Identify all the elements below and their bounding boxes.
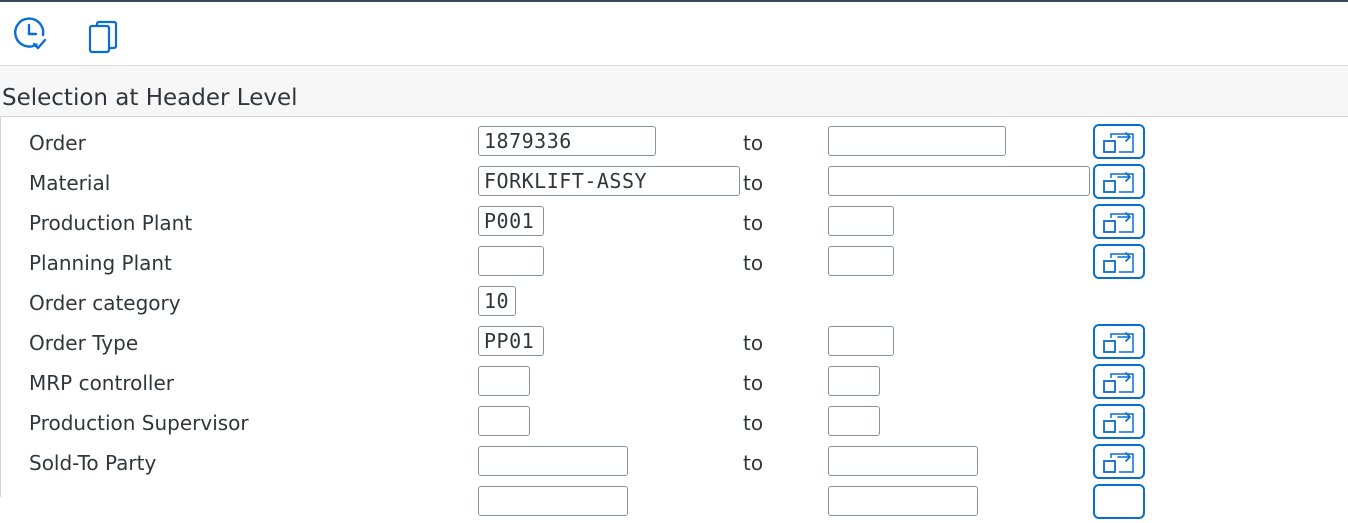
row-label: Sold-To Party: [29, 451, 157, 475]
multiple-selection-icon: [1103, 252, 1134, 273]
to-label: to: [743, 171, 764, 195]
order-to-input[interactable]: [828, 126, 1006, 156]
multiple-selection-button[interactable]: [1093, 364, 1145, 399]
to-label: to: [743, 371, 764, 395]
row-production-plant: Production Plant P001 to: [1, 203, 1348, 243]
sold-to-party-to-input[interactable]: [828, 446, 978, 476]
row-label: MRP controller: [29, 371, 174, 395]
production-plant-from-input[interactable]: P001: [478, 206, 544, 236]
row-label: Material: [29, 171, 111, 195]
to-label: to: [743, 451, 764, 475]
multiple-selection-button[interactable]: [1093, 164, 1145, 199]
multiple-selection-button[interactable]: [1093, 124, 1145, 159]
multiple-selection-icon: [1103, 412, 1134, 433]
row-label: Planning Plant: [29, 251, 172, 275]
partial-to-input[interactable]: [828, 486, 978, 516]
row-label: Production Plant: [29, 211, 193, 235]
row-production-supervisor: Production Supervisor to: [1, 403, 1348, 443]
multiple-selection-button[interactable]: [1093, 244, 1145, 279]
multiple-selection-button[interactable]: [1093, 404, 1145, 439]
to-label: to: [743, 411, 764, 435]
partial-from-input[interactable]: [478, 486, 628, 516]
application-toolbar: [0, 2, 1348, 66]
copy-icon[interactable]: [86, 14, 126, 54]
multiple-selection-icon: [1103, 332, 1134, 353]
multiple-selection-button[interactable]: [1093, 444, 1145, 479]
order-type-from-input[interactable]: PP01: [478, 326, 544, 356]
sold-to-party-from-input[interactable]: [478, 446, 628, 476]
order-category-input[interactable]: 10: [478, 286, 516, 316]
row-mrp-controller: MRP controller to: [1, 363, 1348, 403]
row-order-type: Order Type PP01 to: [1, 323, 1348, 363]
to-label: to: [743, 211, 764, 235]
order-type-to-input[interactable]: [828, 326, 894, 356]
section-title: Selection at Header Level: [2, 85, 298, 111]
multiple-selection-button[interactable]: [1093, 324, 1145, 359]
to-label: to: [743, 251, 764, 275]
planning-plant-from-input[interactable]: [478, 246, 544, 276]
header-level-group: Order 1879336 to Material FORKLIFT-ASSY …: [0, 116, 1348, 519]
mrp-controller-to-input[interactable]: [828, 366, 880, 396]
top-border: [0, 0, 1348, 2]
production-plant-to-input[interactable]: [828, 206, 894, 236]
row-planning-plant: Planning Plant to: [1, 243, 1348, 283]
to-label: to: [743, 131, 764, 155]
row-label: Order: [29, 131, 86, 155]
row-partial: [1, 483, 1348, 523]
order-from-input[interactable]: 1879336: [478, 126, 656, 156]
multiple-selection-button[interactable]: [1093, 484, 1145, 519]
multiple-selection-icon: [1103, 132, 1134, 153]
material-from-input[interactable]: FORKLIFT-ASSY: [478, 166, 740, 196]
planning-plant-to-input[interactable]: [828, 246, 894, 276]
execute-clock-icon[interactable]: [10, 14, 50, 54]
multiple-selection-icon: [1103, 372, 1134, 393]
multiple-selection-icon: [1103, 172, 1134, 193]
multiple-selection-icon: [1103, 212, 1134, 233]
row-label: Order Type: [29, 331, 139, 355]
material-to-input[interactable]: [828, 166, 1090, 196]
multiple-selection-icon: [1103, 452, 1134, 473]
to-label: to: [743, 331, 764, 355]
multiple-selection-button[interactable]: [1093, 204, 1145, 239]
row-order-category: Order category 10: [1, 283, 1348, 323]
row-sold-to-party: Sold-To Party to: [1, 443, 1348, 483]
row-order: Order 1879336 to: [1, 123, 1348, 163]
row-label: Production Supervisor: [29, 411, 249, 435]
row-material: Material FORKLIFT-ASSY to: [1, 163, 1348, 203]
selection-screen: Selection at Header Level Order 1879336 …: [0, 66, 1348, 519]
mrp-controller-from-input[interactable]: [478, 366, 530, 396]
production-supervisor-to-input[interactable]: [828, 406, 880, 436]
row-label: Order category: [29, 291, 181, 315]
production-supervisor-from-input[interactable]: [478, 406, 530, 436]
